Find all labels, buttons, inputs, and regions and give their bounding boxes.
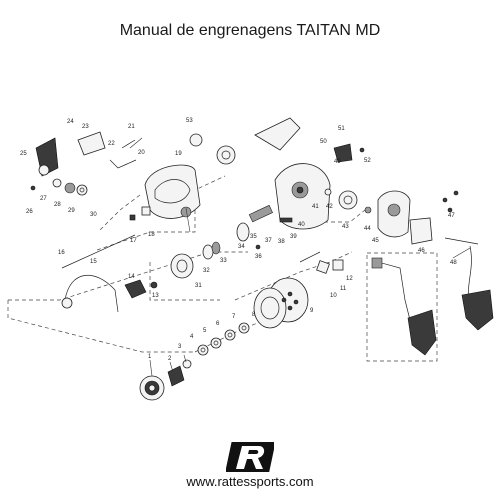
- part-label: 22: [108, 141, 115, 147]
- part-label: 39: [290, 234, 297, 240]
- part-label: 26: [26, 209, 33, 215]
- part-label: 11: [340, 286, 347, 292]
- part-label: 42: [326, 204, 333, 210]
- part-label: 13: [152, 293, 159, 299]
- part-label: 28: [54, 202, 61, 208]
- part-label: 43: [342, 224, 349, 230]
- part-rotor-19: [144, 164, 201, 219]
- part-label: 20: [138, 150, 145, 156]
- part-label: 36: [255, 254, 262, 260]
- part-label: 18: [148, 232, 155, 238]
- part-label: 23: [82, 124, 89, 130]
- part-spool-9: [253, 277, 309, 329]
- part-body-41: [254, 117, 331, 230]
- part-label: 3: [178, 344, 182, 350]
- part-bail-arm-15: [61, 275, 119, 313]
- part-label: 19: [175, 151, 182, 157]
- part-label: 27: [40, 196, 47, 202]
- part-number-labels: 1 2 3 4 5 6 7 8 9 10 11 12 13 14 15 16 1…: [20, 118, 457, 362]
- part-oneway-clutch-53-55: [189, 133, 236, 165]
- part-main-gear-43: [338, 190, 358, 210]
- part-label: 40: [298, 222, 305, 228]
- part-washers-2-8: [167, 322, 250, 387]
- leader-lines: [129, 137, 471, 377]
- part-label: 21: [128, 124, 135, 130]
- part-pinion-gear-31: [170, 253, 194, 279]
- part-shaft-16: [61, 234, 136, 269]
- part-label: 29: [68, 208, 75, 214]
- part-handle-48: [444, 237, 494, 331]
- page-title: Manual de engrenagens TAITAN MD: [119, 22, 381, 39]
- part-label: 24: [67, 119, 74, 125]
- part-label: 7: [232, 314, 236, 320]
- part-label: 31: [195, 283, 202, 289]
- part-bearings-32-33: [202, 222, 250, 260]
- part-label: 45: [372, 238, 379, 244]
- part-label: 8: [252, 312, 256, 318]
- part-label: 25: [20, 151, 27, 157]
- rattes-logo: [226, 442, 274, 472]
- part-label: 6: [216, 321, 220, 327]
- part-label: 32: [203, 268, 210, 274]
- part-label: 33: [220, 258, 227, 264]
- website-url[interactable]: www.rattessports.com: [186, 474, 314, 489]
- assembly-guide-lines: [7, 175, 438, 362]
- part-label: 10: [330, 293, 337, 299]
- part-label: 52: [364, 158, 371, 164]
- part-label: 53: [186, 118, 193, 124]
- part-label: 48: [450, 260, 457, 266]
- part-label: 9: [310, 308, 314, 314]
- part-label: 2: [168, 356, 172, 362]
- part-label: 49: [334, 159, 341, 165]
- part-handle-assembly-boxed: [371, 257, 437, 356]
- part-label: 1: [148, 354, 152, 360]
- part-drag-knob-1: [139, 375, 165, 401]
- part-label: 5: [203, 328, 207, 334]
- part-label: 14: [128, 274, 135, 280]
- part-label: 51: [338, 126, 345, 132]
- part-label: 50: [320, 139, 327, 145]
- part-label: 12: [346, 276, 353, 282]
- part-label: 44: [364, 226, 371, 232]
- part-label: 17: [130, 238, 137, 244]
- part-label: 35: [250, 234, 257, 240]
- part-side-cover-45: [377, 190, 411, 238]
- part-screws-misc: [30, 143, 459, 299]
- part-label: 37: [265, 238, 272, 244]
- part-line-roller-23-30: [35, 131, 137, 196]
- part-label: 4: [190, 334, 194, 340]
- part-label: 38: [278, 239, 285, 245]
- part-label: 16: [58, 250, 65, 256]
- part-label: 15: [90, 259, 97, 265]
- part-label: 34: [238, 244, 245, 250]
- part-label: 47: [448, 213, 455, 219]
- part-label: 41: [312, 204, 319, 210]
- part-label: 30: [90, 212, 97, 218]
- part-label: 46: [418, 248, 425, 254]
- part-cap-46: [409, 217, 433, 245]
